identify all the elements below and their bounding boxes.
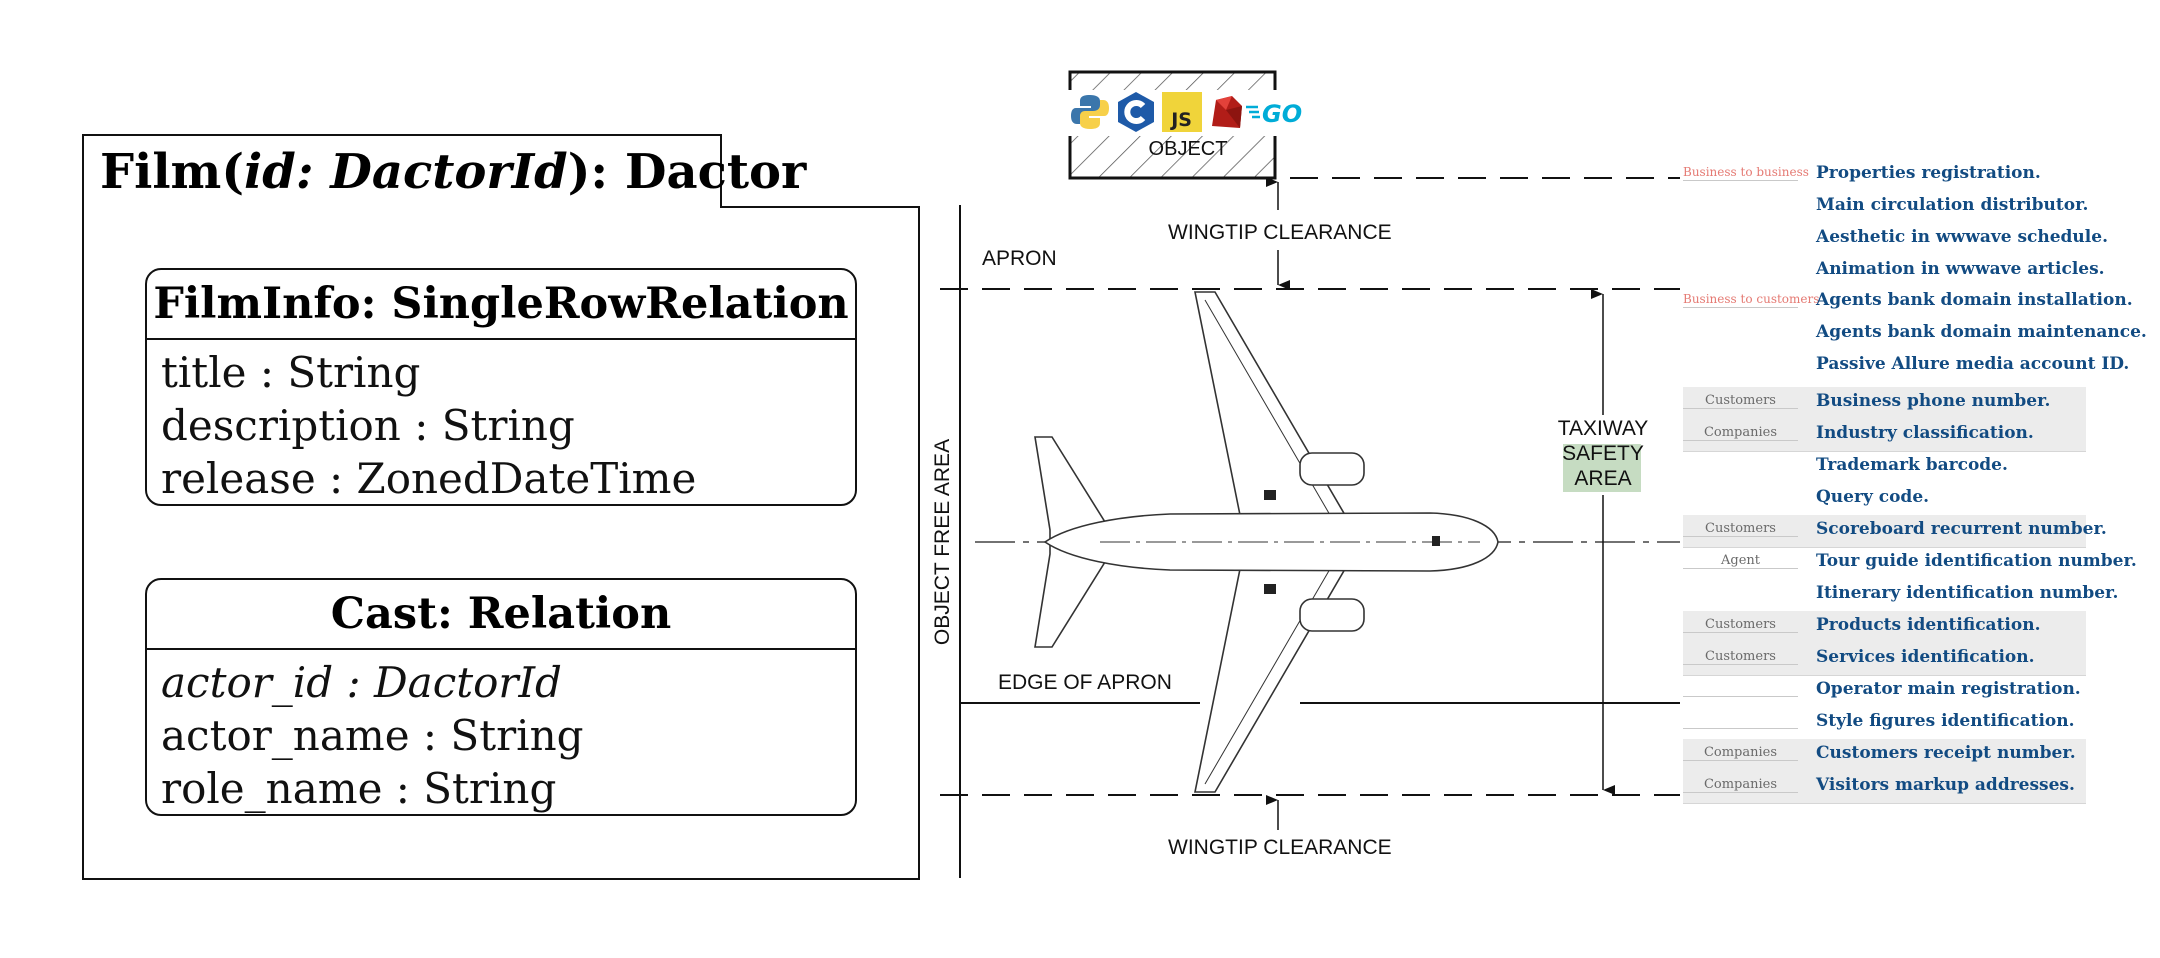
- film-title-param: id: DactorId: [244, 144, 568, 200]
- category-divider: [1683, 307, 1798, 308]
- category-divider: [1683, 568, 1798, 569]
- category-divider: [1683, 408, 1798, 409]
- list-item: Products identification.: [1816, 615, 2041, 635]
- python-logo-icon: [1068, 90, 1112, 134]
- list-category: Companies: [1703, 425, 1778, 440]
- taxiway-label: TAXIWAY: [1557, 417, 1649, 440]
- list-row: Animation in wwwave articles.: [1683, 255, 2105, 287]
- list-item: Passive Allure media account ID.: [1816, 354, 2130, 374]
- language-logos: JS GO: [1068, 90, 1313, 136]
- wingtip-clearance-top-label: WINGTIP CLEARANCE: [1168, 221, 1392, 244]
- list-item: Properties registration.: [1816, 163, 2041, 183]
- list-category: Business to business: [1683, 165, 1809, 179]
- list-row: Companies Customers receipt number.: [1683, 739, 2086, 772]
- list-item: Industry classification.: [1816, 423, 2034, 443]
- list-category: Customers: [1705, 393, 1776, 408]
- list-row: Customers Business phone number.: [1683, 387, 2086, 420]
- list-row: Customers Services identification.: [1683, 643, 2086, 676]
- filminfo-field: description : String: [161, 401, 575, 450]
- category-divider: [1683, 696, 1798, 697]
- c-logo-icon: [1114, 90, 1158, 134]
- list-row: Customers Products identification.: [1683, 611, 2086, 644]
- svg-text:JS: JS: [1169, 109, 1192, 131]
- list-row: Agents bank domain maintenance.: [1683, 318, 2147, 350]
- filminfo-field: release : ZonedDateTime: [161, 454, 697, 503]
- wingtip-clearance-bottom-label: WINGTIP CLEARANCE: [1168, 836, 1392, 859]
- list-category: Companies: [1703, 777, 1778, 792]
- film-title: Film(id: DactorId): Dactor: [82, 134, 806, 208]
- airplane: [1034, 291, 1499, 793]
- list-row: Customers Scoreboard recurrent number.: [1683, 515, 2107, 548]
- list-category: Customers: [1705, 617, 1776, 632]
- list-category: Business to customers: [1683, 292, 1820, 306]
- list-row: Operator main registration.: [1683, 675, 2086, 707]
- list-item: Services identification.: [1816, 647, 2035, 667]
- filminfo-field: title : String: [161, 348, 421, 397]
- object-label: OBJECT: [1148, 138, 1228, 160]
- list-category: Agent: [1721, 553, 1760, 568]
- category-divider: [1683, 728, 1798, 729]
- filminfo-box: FilmInfo: SingleRowRelation title : Stri…: [145, 268, 857, 506]
- list-item: Main circulation distributor.: [1816, 195, 2089, 215]
- javascript-logo-icon: JS: [1160, 90, 1204, 134]
- list-item: Agents bank domain installation.: [1816, 290, 2133, 310]
- list-category: Companies: [1703, 745, 1778, 760]
- list-item: Itinerary identification number.: [1816, 583, 2119, 603]
- list-row: Companies Visitors markup addresses.: [1683, 771, 2086, 804]
- category-divider: [1683, 664, 1798, 665]
- list-row: Query code.: [1683, 483, 2086, 515]
- list-item: Style figures identification.: [1816, 711, 2075, 731]
- category-divider: [1683, 632, 1798, 633]
- category-divider: [1683, 760, 1798, 761]
- filminfo-header: FilmInfo: SingleRowRelation: [147, 270, 855, 340]
- cast-field: role_name : String: [161, 764, 557, 813]
- ruby-logo-icon: [1204, 90, 1248, 134]
- category-divider: [1683, 536, 1798, 537]
- list-row: Trademark barcode.: [1683, 451, 2086, 483]
- list-item: Aesthetic in wwwave schedule.: [1816, 227, 2108, 247]
- film-title-rest: ): Dactor: [567, 144, 807, 200]
- list-item: Trademark barcode.: [1816, 455, 2008, 475]
- list-item: Agents bank domain maintenance.: [1816, 322, 2147, 342]
- cast-field: actor_id : DactorId: [161, 658, 562, 707]
- list-row: Companies Industry classification.: [1683, 419, 2086, 452]
- area-label: AREA: [1574, 467, 1632, 490]
- list-item: Tour guide identification number.: [1816, 551, 2137, 571]
- list-row: Style figures identification.: [1683, 707, 2086, 739]
- list-item: Query code.: [1816, 487, 1930, 507]
- list-row: Main circulation distributor.: [1683, 191, 2089, 223]
- svg-text:GO: GO: [1262, 100, 1302, 127]
- cast-field: actor_name : String: [161, 711, 584, 760]
- list-category: Customers: [1705, 521, 1776, 536]
- edge-of-apron-label: EDGE OF APRON: [998, 671, 1172, 694]
- object-free-area-label: OBJECT FREE AREA: [931, 438, 954, 646]
- list-row: Itinerary identification number.: [1683, 579, 2118, 611]
- category-divider: [1683, 180, 1798, 181]
- film-title-name: Film(: [100, 144, 245, 200]
- list-row: Passive Allure media account ID.: [1683, 350, 2129, 382]
- category-divider: [1683, 440, 1798, 441]
- list-item: Operator main registration.: [1816, 679, 2081, 699]
- list-item: Visitors markup addresses.: [1816, 775, 2075, 795]
- list-row: Business to business Properties registrat…: [1683, 159, 2086, 191]
- category-divider: [1683, 792, 1798, 793]
- list-item: Scoreboard recurrent number.: [1816, 519, 2107, 539]
- safety-area-highlight: [1563, 444, 1641, 492]
- list-row: Aesthetic in wwwave schedule.: [1683, 223, 2108, 255]
- cast-header: Cast: Relation: [147, 580, 855, 650]
- list-item: Customers receipt number.: [1816, 743, 2076, 763]
- list-item: Animation in wwwave articles.: [1816, 259, 2105, 279]
- go-logo-icon: GO: [1246, 90, 1312, 134]
- safety-label: SAFETY: [1562, 442, 1644, 465]
- apron-label: APRON: [982, 247, 1057, 270]
- list-item: Business phone number.: [1816, 391, 2051, 411]
- cast-box: Cast: Relation actor_id : DactorId actor…: [145, 578, 857, 816]
- list-row: Agent Tour guide identification number.: [1683, 547, 2137, 579]
- list-category: Customers: [1705, 649, 1776, 664]
